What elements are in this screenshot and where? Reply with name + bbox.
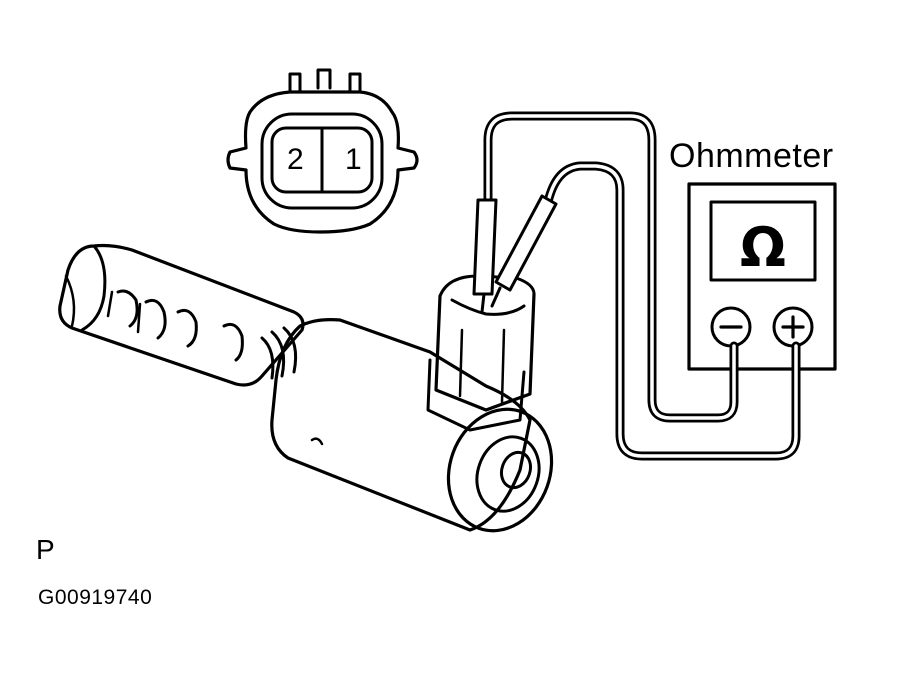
connector-pin-1-label: 1 <box>345 143 362 176</box>
connector-pin-2-label: 2 <box>287 143 304 176</box>
oil-control-valve <box>58 243 554 533</box>
view-letter: P <box>36 534 55 565</box>
test-lead-minus <box>483 111 739 423</box>
test-lead-plus <box>543 161 801 461</box>
probe-minus <box>472 198 498 314</box>
figure-code: G00919740 <box>38 586 153 609</box>
ohm-icon: Ω <box>740 216 786 279</box>
ohmmeter-label: Ohmmeter <box>669 137 834 175</box>
probe-plus <box>490 194 558 308</box>
ohmmeter <box>687 182 837 371</box>
connector-face <box>226 68 419 234</box>
